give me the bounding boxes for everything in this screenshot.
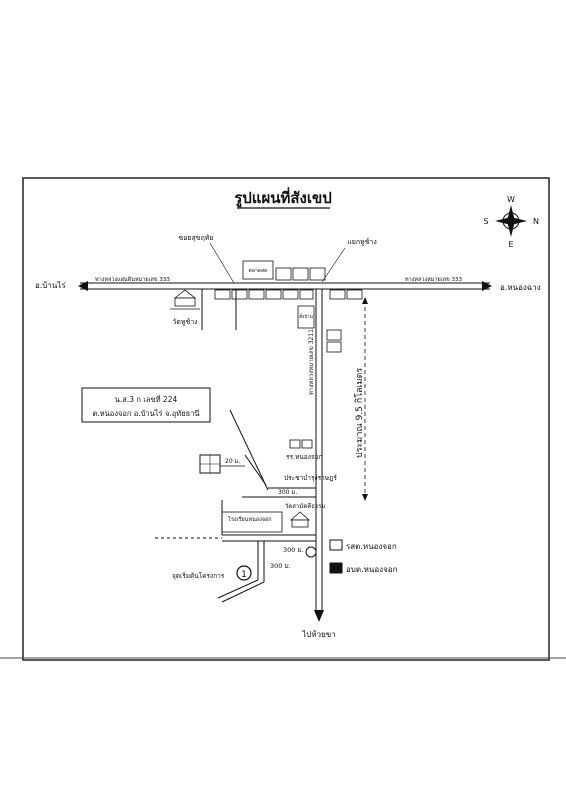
hospital-label: โรงเรียนหนองจอก [228, 515, 272, 523]
school-compound [221, 511, 283, 533]
address-box [81, 387, 211, 423]
obt-icon [329, 562, 343, 574]
road-3211-label: ทางหลวงหมายเลข 3211 [308, 329, 315, 395]
school-icon [289, 439, 313, 449]
marker-1-label: 1 [241, 570, 247, 580]
obt-label: อบต.หนองจอก [346, 565, 398, 574]
distance-arrow [362, 297, 368, 501]
compass-w: W [507, 195, 515, 204]
distance-label: ประมาณ 9.5 กิโลเมตร [354, 368, 365, 458]
dist-300-a: 300 ม. [278, 489, 297, 496]
rph-icon [329, 539, 343, 551]
compass-s: S [483, 217, 488, 226]
map-title: รูปแผนที่สังเขป [234, 187, 332, 208]
shops-row [214, 267, 363, 300]
place-nong-chang: อ.หนองฉาง [500, 283, 541, 292]
temple-icon [170, 289, 200, 310]
dist-20: 20 ม. [225, 458, 240, 465]
compass-e: E [508, 240, 513, 249]
intersection-label: แยกหูช้าง [347, 238, 377, 246]
place-ban-rai: อ.บ้านไร่ [35, 281, 66, 290]
junction-icon [305, 546, 317, 558]
soi-label: ซอยสุขฤทัย [178, 234, 213, 242]
small-building [297, 305, 315, 329]
highway-333 [78, 281, 492, 291]
dist-300-c: 300 ม. [270, 562, 291, 570]
temple2-icon [289, 511, 311, 528]
marker-1-icon [236, 565, 252, 581]
fruit-label: จุดเริ่มต้นโครงการ [172, 571, 225, 580]
diag-road-1 [229, 409, 269, 491]
wat-hu-chang-label: วัดหูช้าง [172, 318, 197, 326]
small-building-label: ตั้งบ้าน [299, 313, 313, 320]
diag-road-2 [244, 454, 267, 486]
school2-label: ประชาบำรุงราษฎร์ [284, 474, 337, 482]
wat-label: วัดสามัคคีธรรม [285, 502, 325, 510]
address-line2: ต.หนองจอก อ.บ้านไร่ จ.อุทัยธานี [92, 409, 199, 418]
compass-icon: W S N E [483, 195, 539, 249]
highway-right-label: ทางหลวงหมายเลข 333 [405, 277, 462, 283]
side-roads [155, 487, 316, 603]
soi-pointer [209, 242, 235, 284]
address-line1: น.ส.3 ก เลขที่ 224 [115, 394, 178, 404]
buildings-right [326, 329, 342, 353]
intersection-pointer [321, 247, 346, 283]
highway-left-label: ทางหลวงแผ่นดินหมายเลข 333 [95, 276, 170, 283]
rph-label: รสต.หนองจอก [346, 542, 397, 551]
school-label: รร.หนองจอก [286, 453, 323, 461]
market-label: ตลาดสด [249, 268, 268, 274]
market-box [242, 260, 274, 280]
dist-300-b: 300 ม. [283, 546, 304, 554]
to-hui-kha-label: ไปห้วยขา [301, 630, 336, 639]
road-3211 [314, 289, 324, 622]
map-frame [22, 177, 550, 661]
compass-n: N [533, 217, 539, 226]
